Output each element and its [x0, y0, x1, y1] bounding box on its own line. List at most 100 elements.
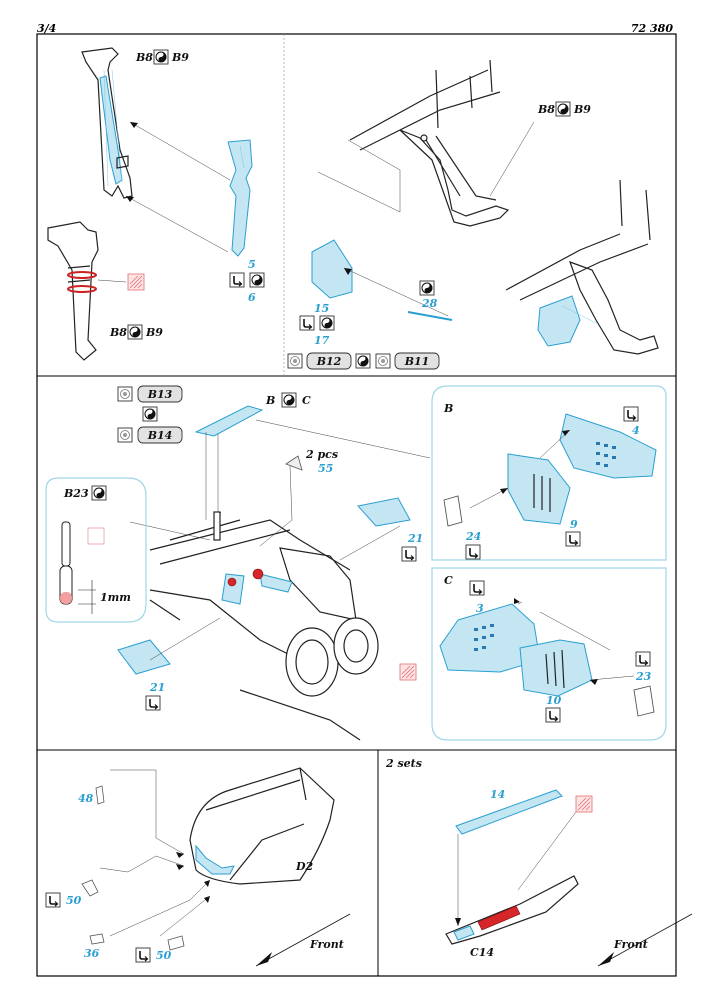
- pill-b14: B14: [147, 429, 173, 442]
- part-6-label: 6: [248, 291, 256, 304]
- ref-b8-bottom: B8: [109, 326, 127, 339]
- pe-strip-fitted: [195, 844, 235, 875]
- section-3-fuselage: [117, 405, 431, 741]
- dimension-1mm: 1mm: [100, 591, 131, 604]
- part-21-label-top: 21: [407, 532, 423, 545]
- pe-part-21-bottom: [117, 639, 171, 675]
- front-label-right: Front: [613, 938, 648, 951]
- part-50-label-a: 50: [66, 894, 82, 907]
- strut-upper-drawing: [81, 47, 133, 199]
- yinyang-icon: [281, 392, 297, 408]
- pill-b13: B13: [147, 388, 173, 401]
- part-14-label: 14: [490, 788, 505, 801]
- part-23-label: 23: [635, 670, 652, 683]
- pe-part-23: [633, 685, 655, 717]
- ref-d2: D2: [295, 860, 314, 873]
- yinyang-icon: [153, 49, 169, 65]
- bend-icon: [623, 406, 639, 422]
- gear-leg-upper: [399, 129, 510, 227]
- inset-c-title: C: [444, 574, 453, 587]
- page-number: 3/4: [37, 22, 57, 35]
- pill-b13-bg: [137, 385, 183, 403]
- pe-part-24: [443, 495, 463, 527]
- ref-b9-top: B9: [171, 51, 189, 64]
- ref-b9-bottom: B9: [145, 326, 163, 339]
- yinyang-icon: [249, 272, 265, 288]
- section-1-strut: [47, 47, 253, 361]
- yinyang-icon: [319, 315, 335, 331]
- bend-icon: [565, 531, 581, 547]
- paint-swatch-icon: [399, 663, 417, 681]
- page-frame: [36, 33, 677, 977]
- pe-part-50b: [167, 935, 185, 951]
- bend-icon: [229, 272, 245, 288]
- part-48-label: 48: [78, 792, 94, 805]
- color-ring-icon: [375, 353, 391, 369]
- part-36-label: 36: [84, 947, 100, 960]
- fuselage-lines-upper: [349, 59, 501, 151]
- color-ring-icon: [117, 386, 133, 402]
- part-24-label: 24: [465, 530, 481, 543]
- bend-icon: [469, 580, 485, 596]
- paint-swatch-icon: [127, 273, 145, 291]
- bend-icon: [401, 546, 417, 562]
- part-17-label: 17: [314, 334, 330, 347]
- paint-swatch-icon: [575, 795, 593, 813]
- pe-part-36: [89, 933, 105, 945]
- fitted-pe-parts: [221, 573, 293, 605]
- inset-c: [431, 567, 667, 741]
- yinyang-icon: [142, 406, 158, 422]
- color-ring-icon: [117, 427, 133, 443]
- part-9-label: 9: [570, 518, 578, 531]
- catalog-number: 72 380: [630, 22, 673, 35]
- part-21-label-bottom: 21: [149, 681, 165, 694]
- yinyang-icon: [127, 324, 143, 340]
- red-section: [477, 905, 521, 931]
- pe-part-55: [285, 455, 303, 471]
- ref-row-b12-b11: B12 B11: [287, 352, 440, 370]
- yinyang-icon: [419, 280, 435, 296]
- bend-icon: [135, 947, 151, 963]
- color-ring-icon: [287, 353, 303, 369]
- front-label-left: Front: [309, 938, 344, 951]
- part-3-label: 3: [476, 602, 484, 615]
- detail-b23: [45, 477, 147, 623]
- pill-b14-bg: [137, 426, 183, 444]
- part-5-label: 5: [248, 258, 256, 271]
- pe-part-15-17: [311, 239, 353, 299]
- inset-b: [431, 385, 667, 561]
- pe-part-50a: [81, 879, 99, 897]
- bend-icon: [45, 892, 61, 908]
- bend-icon: [465, 544, 481, 560]
- yinyang-icon: [91, 485, 107, 501]
- qty-2pcs: 2 pcs: [305, 448, 338, 461]
- pe-part-14-fitted: [453, 925, 475, 941]
- bend-icon: [635, 651, 651, 667]
- fuselage-lines-lower: [505, 179, 651, 301]
- inset-b-title: B: [443, 402, 453, 415]
- pe-strip-top: [194, 405, 264, 437]
- section-4-cowling: [81, 767, 351, 967]
- pe-part-21-top: [357, 497, 411, 527]
- pe-part-3: [439, 603, 541, 673]
- gear-door-fitted: [537, 295, 581, 347]
- section-2-landing-gear: [311, 59, 659, 355]
- pill-b12: B12: [316, 355, 342, 368]
- strut-lower-drawing: [47, 221, 99, 361]
- variant-title-c: C: [302, 394, 311, 407]
- yinyang-icon: [555, 101, 571, 117]
- yinyang-icon: [355, 353, 371, 369]
- section-5-panel: [445, 789, 693, 967]
- detail-ref-b23: B23: [63, 487, 89, 500]
- nozzle-left: [285, 627, 339, 697]
- ref-b8-top: B8: [135, 51, 153, 64]
- ref-b9-right: B9: [573, 103, 591, 116]
- bend-icon: [145, 695, 161, 711]
- bend-icon: [299, 315, 315, 331]
- variant-title-b: B: [265, 394, 275, 407]
- bend-icon: [545, 707, 561, 723]
- pe-part-48: [95, 785, 105, 805]
- gear-leg-lower: [569, 261, 659, 355]
- part-15-label: 15: [314, 302, 329, 315]
